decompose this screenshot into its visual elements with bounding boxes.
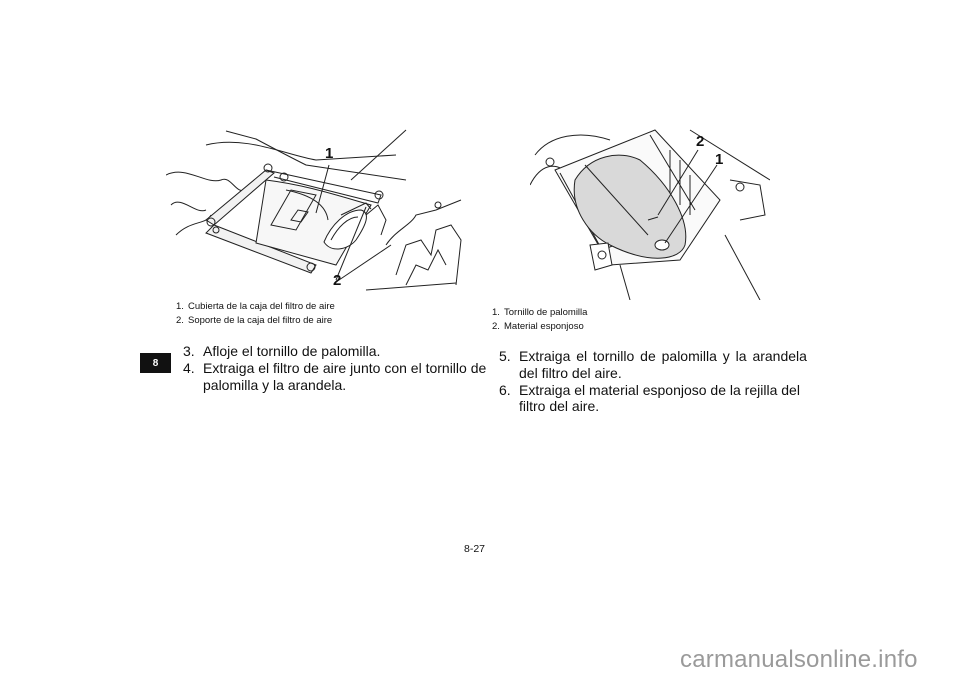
step-3: 3. Afloje el tornillo de palomilla. [183, 343, 381, 359]
callout-2: 2 [333, 272, 342, 289]
step-6: 6. Extraiga el material esponjoso de la … [499, 381, 800, 415]
step-5: 5. Extraiga el tornillo de palomilla y l… [499, 348, 807, 381]
page-number: 8-27 [464, 543, 486, 555]
air-filter-illustration [530, 129, 770, 300]
right-steps: 5. Extraiga el tornillo de palomilla y l… [499, 348, 807, 415]
figure-airbox-cover [166, 125, 466, 295]
callout-2: 2 [696, 133, 705, 150]
left-figure-caption: 1. Cubierta de la caja del filtro de air… [176, 300, 335, 327]
figure-air-filter [530, 125, 770, 300]
airbox-cover-illustration [166, 129, 462, 291]
watermark: carmanualsonline.info [680, 646, 918, 673]
step-4: 4. Extraiga el filtro de aire junto con … [183, 359, 487, 393]
caption-item: 2. Soporte de la caja del filtro de aire [176, 314, 333, 326]
caption-item: 2. Material esponjoso [492, 320, 584, 332]
left-steps: 3. Afloje el tornillo de palomilla. 4. E… [183, 343, 487, 393]
callout-1: 1 [715, 151, 724, 168]
right-figure-caption: 1. Tornillo de palomilla 2. Material esp… [492, 306, 587, 333]
caption-item: 1. Tornillo de palomilla [492, 307, 588, 318]
caption-item: 1. Cubierta de la caja del filtro de air… [176, 301, 335, 312]
chapter-tab: 8 [140, 353, 171, 373]
callout-1: 1 [325, 145, 334, 162]
